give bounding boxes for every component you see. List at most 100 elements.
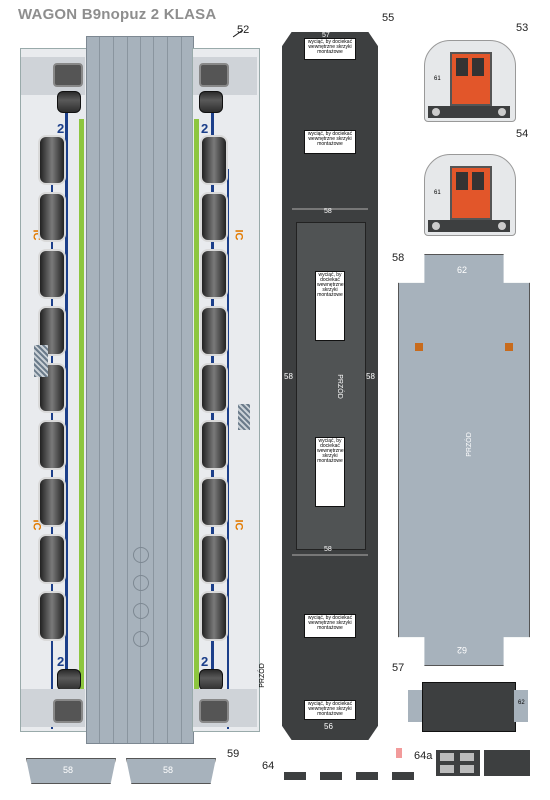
window-2 <box>38 192 66 242</box>
box-label-62: 62 <box>518 700 525 706</box>
window-bottom-small-right <box>199 669 223 691</box>
roof-rib-4 <box>140 37 141 743</box>
roof-vent-4 <box>133 631 149 647</box>
piece-64a-cell-4 <box>460 765 474 773</box>
warning-label-6: wyciąć, by dociekać wewnętrzne skrzyki m… <box>304 700 356 720</box>
piece-64a-cell-3 <box>440 765 454 773</box>
piece-64a-cell-1 <box>440 753 454 761</box>
panel-label-58-top: 58 <box>324 208 332 215</box>
window-3 <box>38 249 66 299</box>
stripe-green-right <box>194 119 199 689</box>
class-number-left-top: 2 <box>57 121 65 136</box>
end-face-53: 61 <box>420 24 518 124</box>
part-number-64: 64 <box>262 760 275 772</box>
window-1 <box>38 135 66 185</box>
piece-64a-cell-2 <box>460 753 474 761</box>
warning-label-2: wyciąć, by dociekać wewnętrzne skrzyki m… <box>304 130 356 154</box>
part-number-59: 59 <box>227 748 240 760</box>
window-top-small-right <box>199 91 223 113</box>
window-r4 <box>200 306 228 356</box>
end-door-window-left-53 <box>456 58 468 76</box>
window-r9 <box>200 591 228 641</box>
window-bottom-small <box>57 669 81 691</box>
end-door-54 <box>450 166 492 220</box>
class-number-right-top: 2 <box>201 121 209 136</box>
part-number-57: 57 <box>392 662 405 674</box>
box-part-57: 62 <box>408 676 528 736</box>
end-buffer-bar-53 <box>428 106 510 118</box>
marker-64a <box>396 748 402 758</box>
panel-label-58-left: 58 <box>284 372 293 381</box>
chassis-label-62-top: 62 <box>457 265 468 275</box>
window-r5 <box>200 363 228 413</box>
piece-64-2 <box>320 772 342 780</box>
piece-64-4 <box>392 772 414 780</box>
panel-label-56: 56 <box>324 722 333 731</box>
window-r8 <box>200 534 228 584</box>
window-r6 <box>200 420 228 470</box>
underbody-panel: wyciąć, by dociekać wewnętrzne skrzyki m… <box>282 32 378 740</box>
buffer-left-54 <box>432 222 440 230</box>
roof-rib-7 <box>181 37 182 743</box>
end-face-54: 61 <box>420 138 518 238</box>
window-7 <box>38 477 66 527</box>
piece-64a-right <box>484 750 530 776</box>
part-number-55: 55 <box>382 12 395 24</box>
part-number-54: 54 <box>516 128 529 140</box>
warning-label-3: wyciąć, by dociekać wewnętrzne skrzyki m… <box>315 271 345 341</box>
chassis-marker-left <box>415 343 423 351</box>
piece-64a-left <box>436 750 480 776</box>
roof-vent-3 <box>133 603 149 619</box>
door-label-61-53: 61 <box>434 76 441 82</box>
box-side-left-57 <box>408 690 422 722</box>
przod-label-52: PRZÓD <box>258 663 266 688</box>
stripe-blue-thin-right <box>227 169 229 729</box>
przod-label-55: PRZÓD <box>335 374 343 399</box>
chassis-floor: 62 PRZÓD 62 <box>398 254 530 666</box>
vent-grille-right <box>238 404 250 430</box>
roof-rib-1 <box>99 37 100 743</box>
piece-64-3 <box>356 772 378 780</box>
vent-grille-left <box>34 345 48 377</box>
underframe-strip-right: 58 <box>126 758 216 784</box>
buffer-right-53 <box>498 108 506 116</box>
door-window-top-right <box>199 63 229 87</box>
sheet-title: WAGON B9nopuz 2 KLASA <box>18 6 217 23</box>
window-top-small <box>57 91 81 113</box>
floor-inner: wyciąć, by dociekać wewnętrzne skrzyki m… <box>296 222 366 550</box>
part-number-64a: 64a <box>414 750 433 762</box>
window-6 <box>38 420 66 470</box>
warning-label-4: wyciąć, by dociekać wewnętrzne skrzyki m… <box>315 437 345 507</box>
stripe-green <box>79 119 84 689</box>
window-r7 <box>200 477 228 527</box>
end-door-53 <box>450 52 492 106</box>
end-door-window-right-54 <box>472 172 484 190</box>
roof-rib-3 <box>127 37 128 743</box>
bogie-line-bottom <box>292 554 368 556</box>
part-number-58: 58 <box>392 252 405 264</box>
icc-logo-right: IC <box>232 229 245 241</box>
panel-label-58-bottom: 58 <box>324 546 332 553</box>
warning-label-1: wyciąć, by dociekać wewnętrzne skrzyki m… <box>304 38 356 60</box>
warning-label-5: wyciąć, by dociekać wewnętrzne skrzyki m… <box>304 614 356 638</box>
panel-label-58-right: 58 <box>366 372 375 381</box>
roof-panel <box>86 36 194 744</box>
door-window-top <box>53 63 83 87</box>
window-r3 <box>200 249 228 299</box>
part-number-53: 53 <box>516 22 529 34</box>
class-number-left-bottom: 2 <box>57 654 65 669</box>
door-window-bottom <box>53 699 83 723</box>
buffer-left-53 <box>432 108 440 116</box>
strip-label-left: 58 <box>63 765 74 775</box>
underframe-strip-left: 58 <box>26 758 116 784</box>
buffer-right-54 <box>498 222 506 230</box>
piece-64-1 <box>284 772 306 780</box>
window-9 <box>38 591 66 641</box>
chassis-marker-right <box>505 343 513 351</box>
door-window-bottom-right <box>199 699 229 723</box>
class-number-right-bottom: 2 <box>201 654 209 669</box>
strip-label-right: 58 <box>163 765 174 775</box>
roof-rib-5 <box>153 37 154 743</box>
window-strip-right <box>200 135 232 645</box>
window-strip-left <box>38 135 70 645</box>
